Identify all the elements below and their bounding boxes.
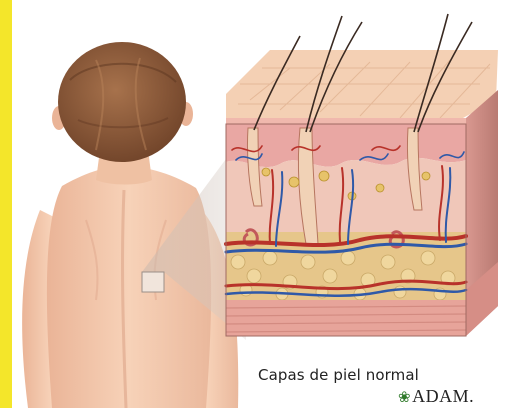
sample-area-marker bbox=[142, 272, 164, 292]
leaf-icon: ❀ bbox=[398, 390, 411, 406]
skin-block bbox=[226, 50, 498, 336]
logo-text: ADAM. bbox=[412, 386, 474, 406]
figure-caption: Capas de piel normal bbox=[258, 366, 419, 384]
adam-logo: ❀ADAM. bbox=[398, 386, 474, 407]
hair bbox=[58, 42, 186, 162]
